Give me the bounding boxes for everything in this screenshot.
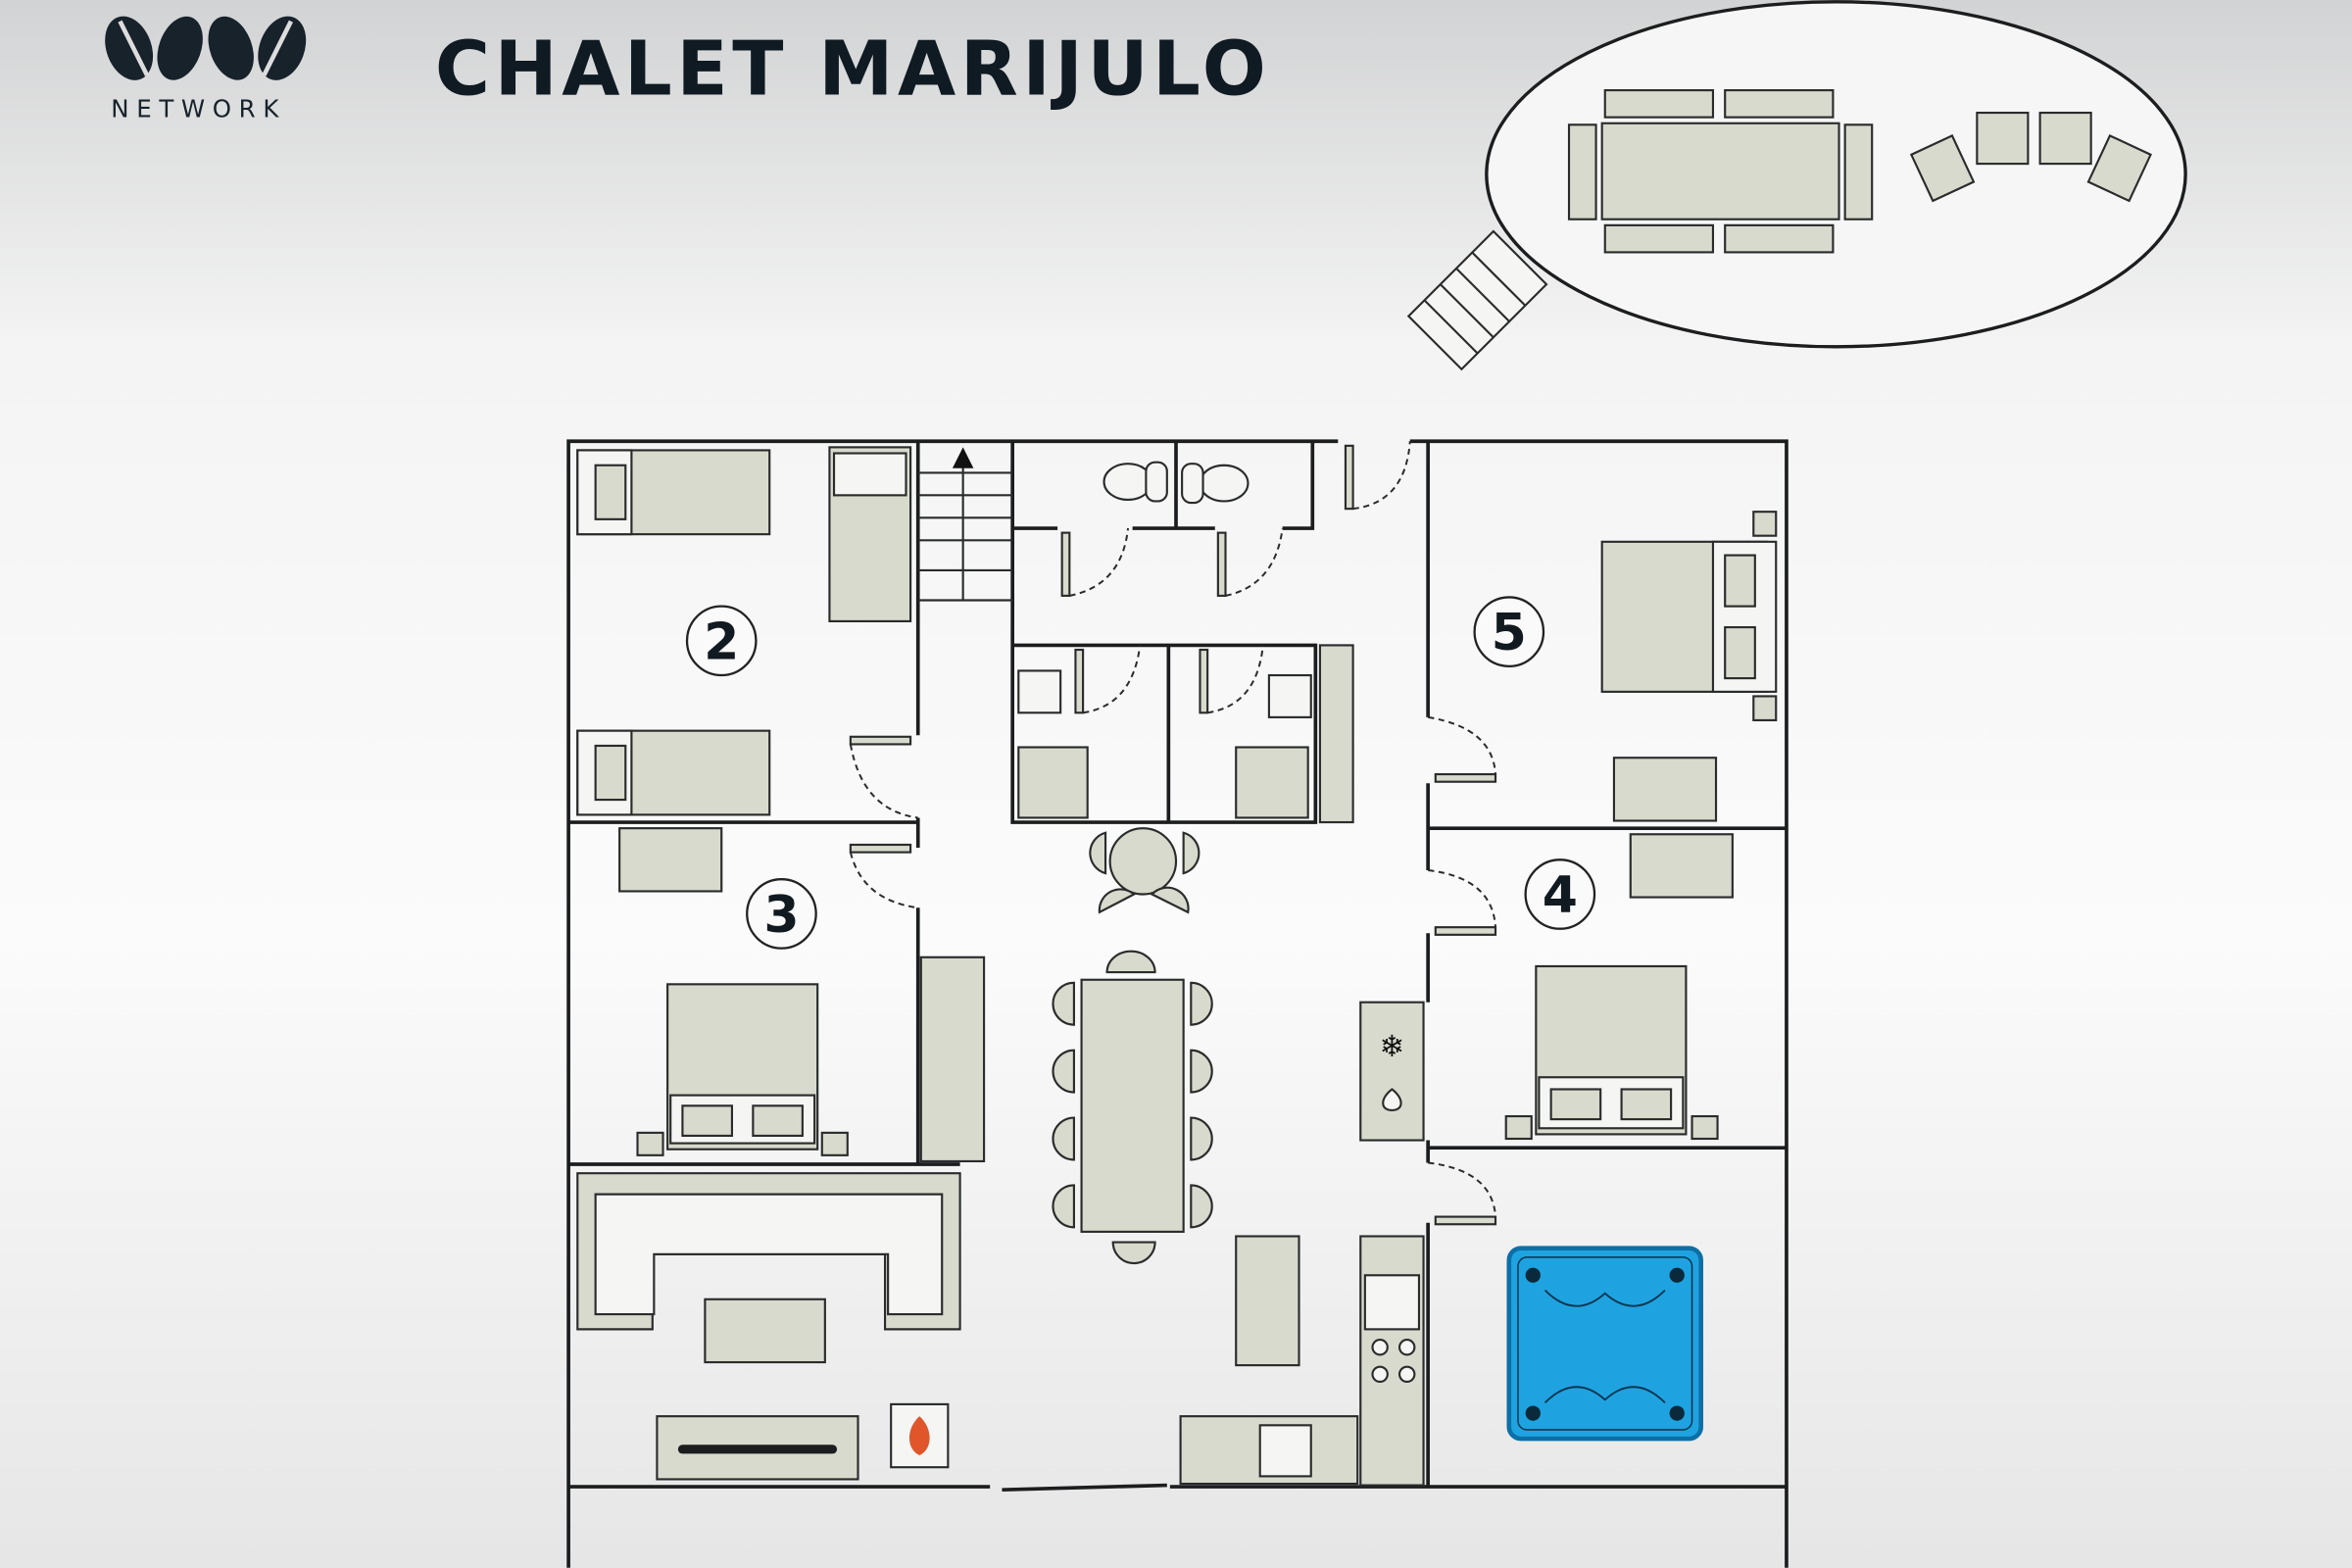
ovo-network-logo: NETWORK: [105, 16, 307, 123]
sink-icon: [1267, 673, 1312, 718]
room-number-4: 4: [1543, 866, 1578, 925]
fireplace-icon: [890, 1402, 950, 1469]
bathrooms: [1017, 644, 1354, 824]
water-drop-icon: [1382, 1088, 1402, 1111]
sun-loungers: [1909, 111, 2152, 203]
hot-tub: [1506, 1246, 1704, 1442]
room-number-5: 5: [1492, 604, 1527, 662]
kitchen: ❄: [1179, 1001, 1425, 1487]
shower: [1017, 746, 1089, 819]
walls: [566, 439, 1788, 1568]
room-number-badge: [746, 878, 817, 950]
room-2: 2: [576, 446, 912, 816]
living-room: [576, 1172, 961, 1481]
stairs-up-arrow-icon: [952, 447, 974, 468]
double-bed: [1600, 511, 1778, 722]
terrace-stairs: [1406, 229, 1548, 371]
interior-stairs: [917, 447, 1013, 602]
desk: [1612, 757, 1718, 822]
room-number-2: 2: [704, 612, 739, 671]
logo-wordmark: NETWORK: [111, 95, 286, 123]
doors: [849, 441, 1497, 1226]
shower: [1235, 746, 1309, 819]
stove-icon: [1371, 1339, 1416, 1384]
kitchen-sink-icon: [1258, 1424, 1312, 1478]
terrace: [1406, 0, 2187, 371]
room-number-badge: [1473, 596, 1545, 667]
page-title: CHALET MARIJULO: [435, 26, 1271, 114]
room-number-3: 3: [763, 886, 799, 945]
double-bed: [1504, 964, 1719, 1141]
wardrobe: [1318, 644, 1354, 824]
outdoor-dining-table: [1567, 89, 1874, 254]
toilets: [1102, 461, 1250, 505]
desk: [618, 827, 723, 893]
room-4: 4: [1504, 833, 1734, 1141]
single-bed: [828, 446, 912, 622]
kitchen-island: [1235, 1235, 1300, 1367]
sink-icon: [1017, 669, 1062, 714]
single-bed: [576, 449, 771, 536]
chairs: [1052, 831, 1213, 1265]
entrance-door: [1002, 1483, 1167, 1492]
oven-icon: [1363, 1274, 1421, 1331]
logo-mark: [105, 16, 307, 80]
single-bed: [576, 729, 771, 816]
room-number-badge: [1524, 858, 1596, 930]
room-3: 3: [618, 827, 849, 1156]
desk: [1629, 833, 1734, 899]
room-number-badge: [685, 605, 758, 677]
coffee-table: [704, 1298, 826, 1364]
tv-icon: [677, 1445, 838, 1454]
double-bed: [636, 983, 849, 1156]
fridge: [1359, 1001, 1425, 1142]
kitchen-counter: [1359, 1235, 1425, 1487]
dining-area: [1052, 827, 1213, 1265]
snowflake-icon: ❄: [1380, 1030, 1405, 1063]
hall-cabinet: [919, 956, 986, 1163]
round-table: [1108, 827, 1178, 896]
dining-table: [1080, 978, 1185, 1233]
room-5: 5: [1473, 511, 1778, 822]
